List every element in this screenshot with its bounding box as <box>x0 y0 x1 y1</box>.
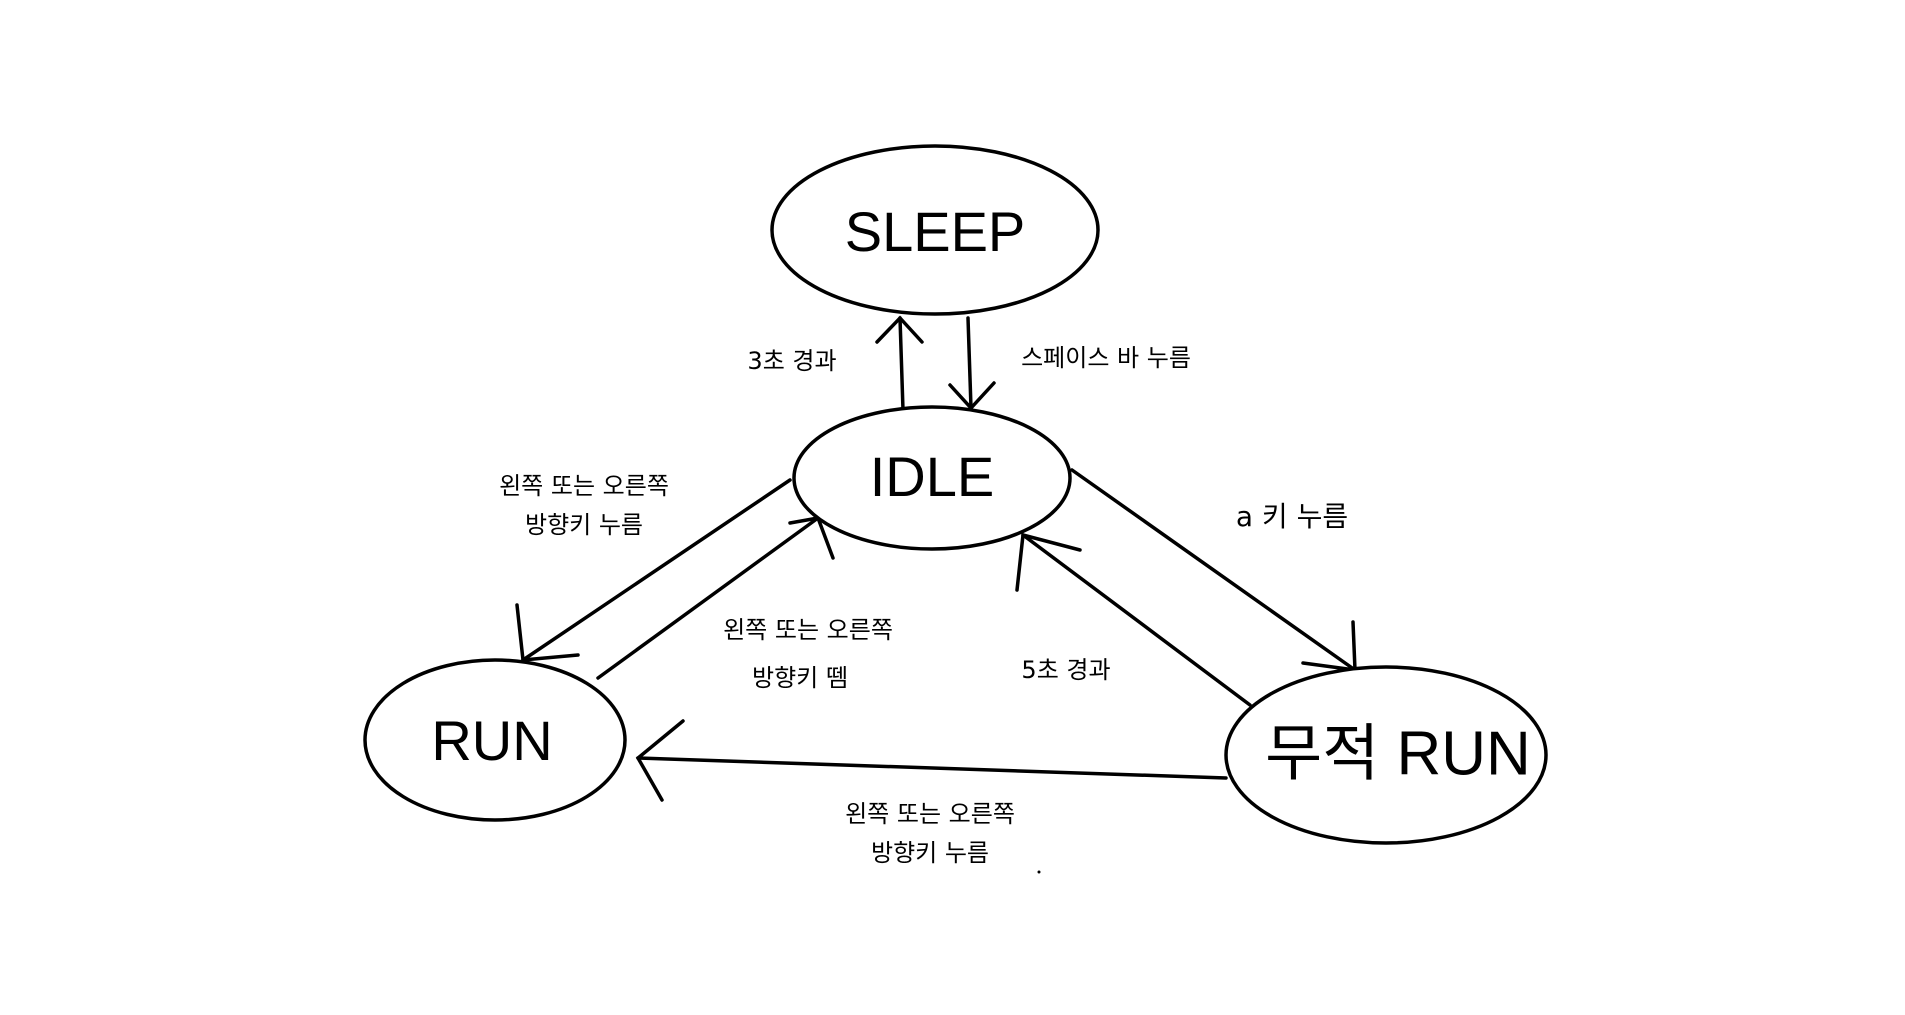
label-idle-to-invincible: a 키 누름 <box>1236 500 1348 533</box>
label-invincible-to-run-line1: 왼쪽 또는 오른쪽 <box>845 800 1015 828</box>
state-invincible-run: 무적 RUN <box>1224 665 1548 845</box>
edge-run-to-idle <box>596 516 835 680</box>
edge-sleep-to-idle <box>948 316 996 411</box>
label-sleep-to-idle: 스페이스 바 누름 <box>1021 344 1191 372</box>
state-sleep-label: SLEEP <box>845 200 1026 263</box>
edge-invincible-to-run <box>635 719 1228 802</box>
label-idle-to-run-line2: 방향키 누름 <box>525 511 643 539</box>
edge-idle-to-run <box>515 478 792 662</box>
edge-invincible-to-idle <box>1015 532 1252 707</box>
edge-idle-to-sleep <box>875 315 924 412</box>
label-run-to-idle-line1: 왼쪽 또는 오른쪽 <box>723 616 893 644</box>
label-idle-to-sleep: 3초 경과 <box>747 347 836 375</box>
state-idle: IDLE <box>792 405 1072 551</box>
state-sleep: SLEEP <box>770 144 1100 316</box>
label-idle-to-run-line1: 왼쪽 또는 오른쪽 <box>499 472 669 500</box>
label-invincible-to-run-line2: 방향키 누름 <box>871 839 989 867</box>
label-invincible-to-idle: 5초 경과 <box>1021 656 1110 684</box>
state-run: RUN <box>363 658 627 822</box>
state-idle-label: IDLE <box>870 445 995 508</box>
state-run-label: RUN <box>431 709 552 772</box>
label-run-to-idle-line2: 방향키 뗌 <box>752 664 848 692</box>
stray-dot <box>1037 870 1041 874</box>
state-invincible-run-label: 무적 RUN <box>1265 719 1531 788</box>
